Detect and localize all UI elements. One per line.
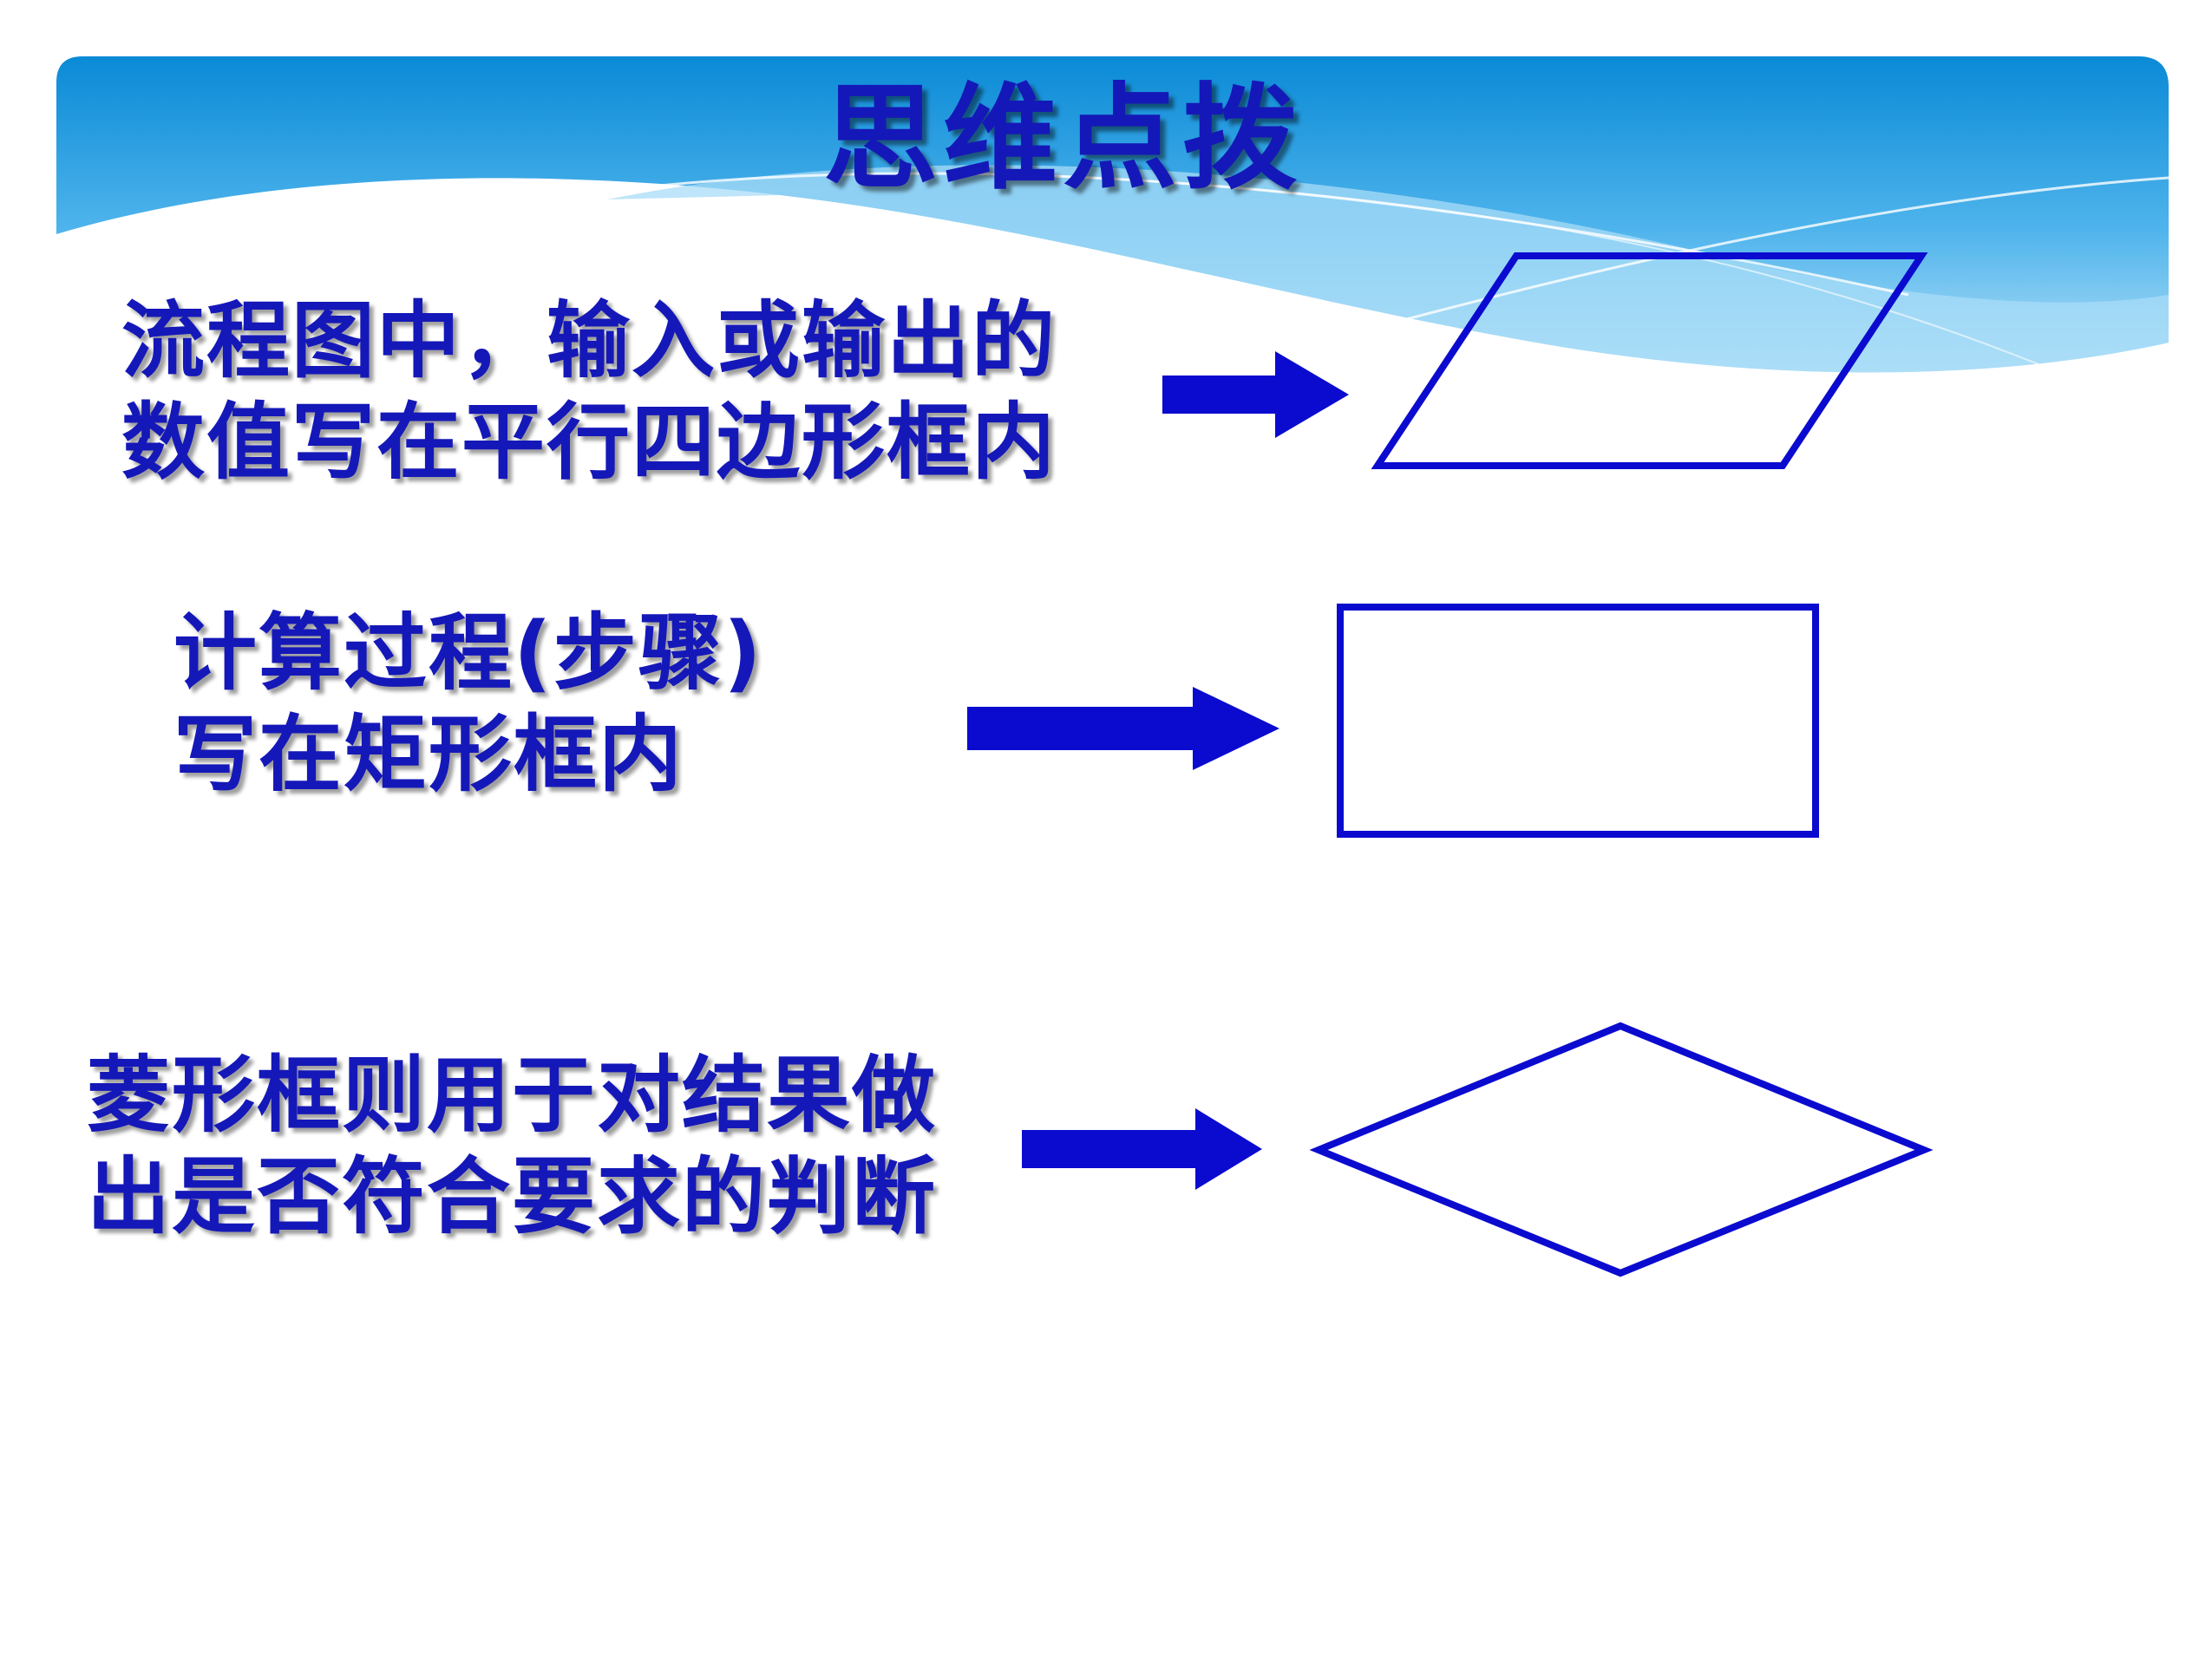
process-explanation-line-1: 计算过程(步骤) xyxy=(173,604,763,702)
decision-explanation: 菱形框则用于对结果做 出是否符合要求的判断 xyxy=(87,1045,937,1248)
arrow-process xyxy=(967,687,1279,770)
io-explanation: 流程图中，输入或输出的 数值写在平行四边形框内 xyxy=(121,291,1057,493)
rectangle-shape xyxy=(1337,604,1819,838)
io-explanation-line-2: 数值写在平行四边形框内 xyxy=(121,394,1057,492)
arrow-decision xyxy=(1022,1108,1262,1190)
process-explanation: 计算过程(步骤) 写在矩形框内 xyxy=(173,603,763,806)
diamond-shape xyxy=(1309,1022,1934,1277)
io-explanation-line-1: 流程图中，输入或输出的 xyxy=(121,292,1057,389)
page-title: 思维点拨 xyxy=(823,72,1302,206)
decision-explanation-line-2: 出是否符合要求的判断 xyxy=(87,1148,937,1246)
process-explanation-line-2: 写在矩形框内 xyxy=(173,706,684,804)
decision-explanation-line-1: 菱形框则用于对结果做 xyxy=(87,1047,937,1144)
